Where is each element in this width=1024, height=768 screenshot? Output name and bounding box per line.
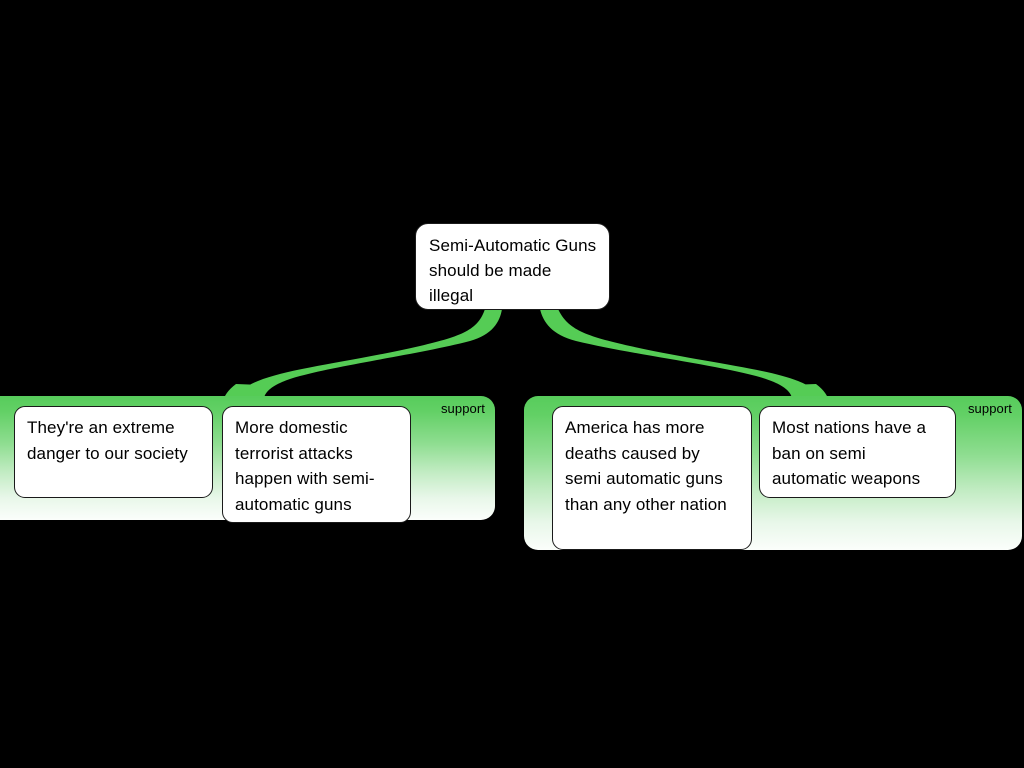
reason-card-terrorist-attacks-text: More domestic terrorist attacks happen w… <box>235 418 375 514</box>
group-left-label: support <box>440 401 485 416</box>
support-group-right[interactable]: support America has more deaths caused b… <box>524 396 1022 550</box>
connector-root-to-left <box>239 309 502 398</box>
root-claim-box[interactable]: Semi-Automatic Guns should be made illeg… <box>415 223 610 310</box>
reason-card-most-nations-text: Most nations have a ban on semi automati… <box>772 418 927 488</box>
reason-card-terrorist-attacks[interactable]: More domestic terrorist attacks happen w… <box>222 406 411 523</box>
connector-root-to-right <box>540 309 817 398</box>
reason-card-america-deaths[interactable]: America has more deaths caused by semi a… <box>552 406 752 550</box>
root-claim-text: Semi-Automatic Guns should be made illeg… <box>429 236 597 305</box>
reason-card-america-deaths-text: America has more deaths caused by semi a… <box>565 418 727 514</box>
support-group-left[interactable]: support They're an extreme danger to our… <box>0 396 495 523</box>
reason-card-most-nations[interactable]: Most nations have a ban on semi automati… <box>759 406 956 498</box>
reason-card-extreme-danger-text: They're an extreme danger to our society <box>27 418 188 463</box>
group-right-label: support <box>967 401 1012 416</box>
reason-card-extreme-danger[interactable]: They're an extreme danger to our society <box>14 406 213 498</box>
